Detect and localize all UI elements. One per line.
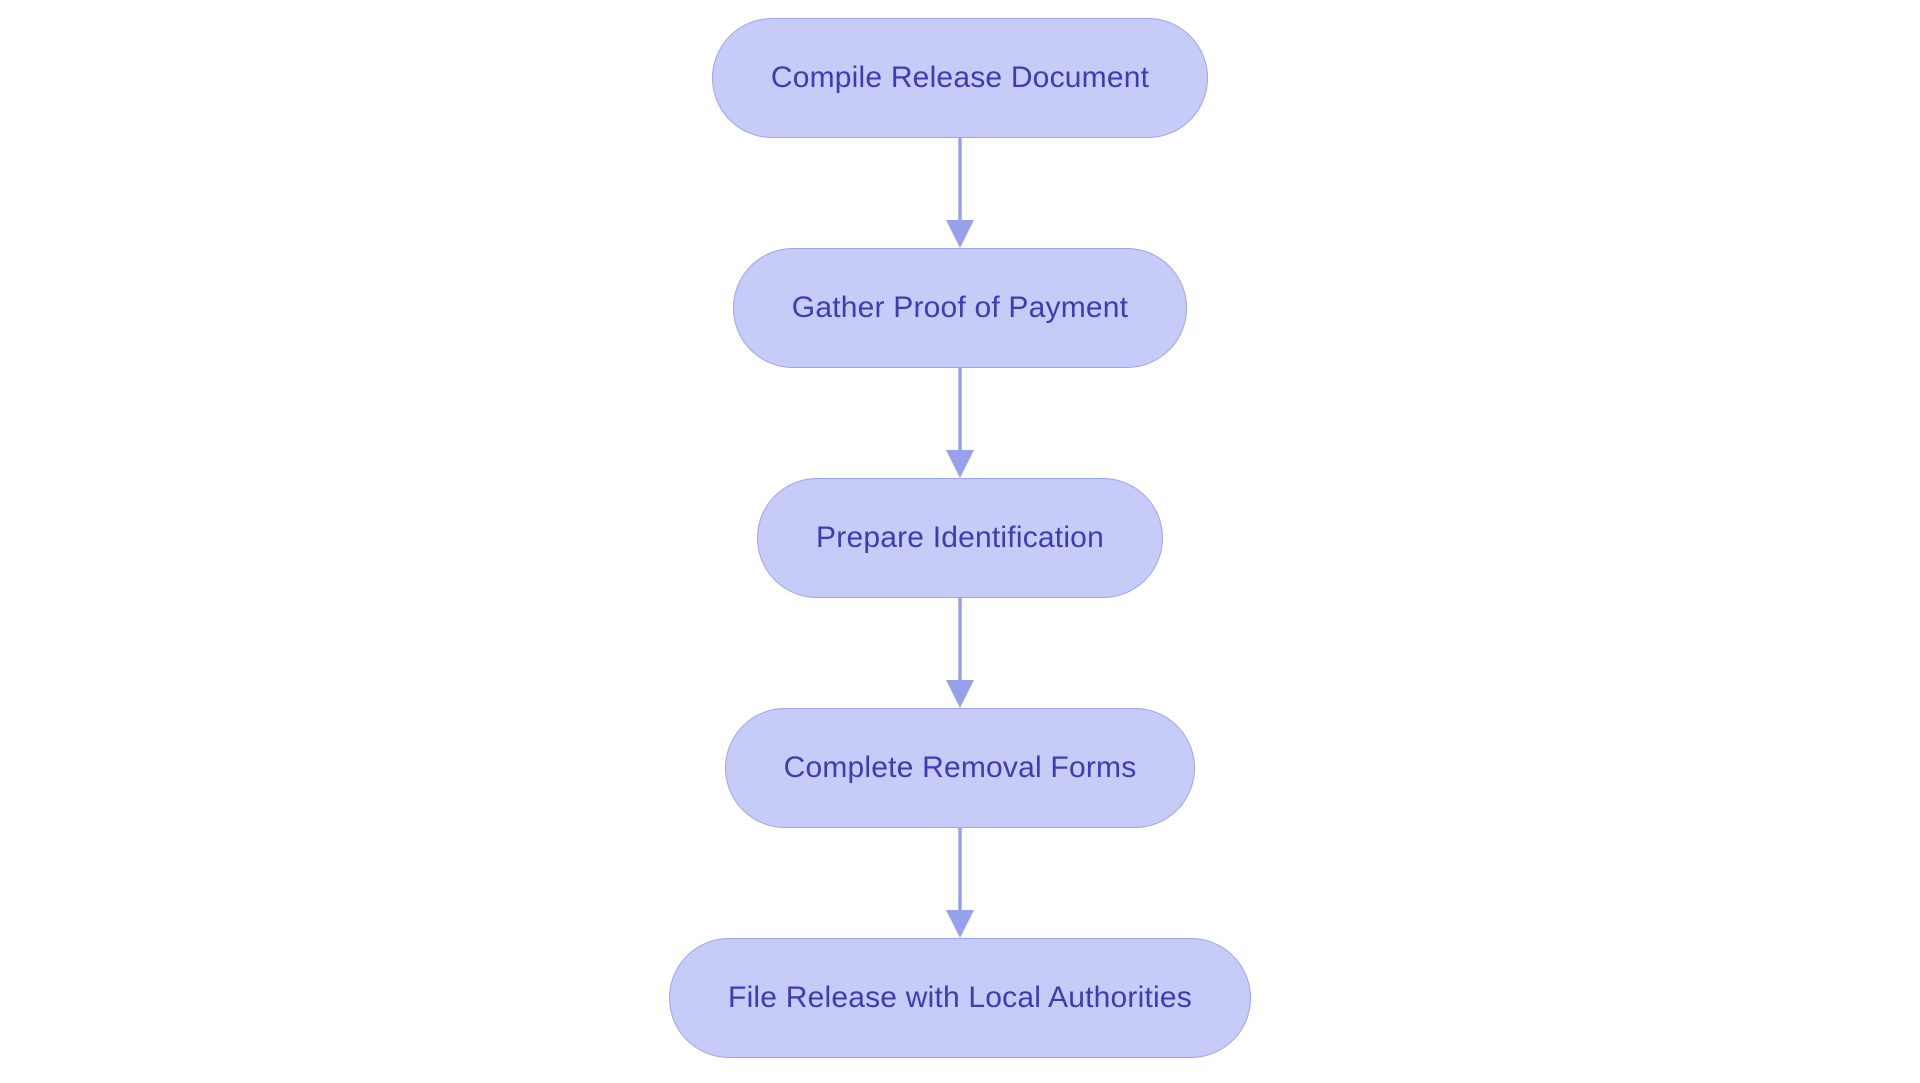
flow-node-label: Prepare Identification bbox=[816, 521, 1104, 554]
flow-node-prepare-identification: Prepare Identification bbox=[757, 478, 1163, 598]
flow-node-gather-proof-of-payment: Gather Proof of Payment bbox=[732, 248, 1188, 368]
flow-node-label: File Release with Local Authorities bbox=[728, 981, 1192, 1014]
flow-node-compile-release-document: Compile Release Document bbox=[711, 18, 1209, 138]
flow-node-file-release-with-local-authorities: File Release with Local Authorities bbox=[669, 938, 1251, 1058]
flow-node-complete-removal-forms: Complete Removal Forms bbox=[724, 708, 1196, 828]
flow-arrow-down bbox=[946, 138, 974, 248]
flow-node-label: Compile Release Document bbox=[770, 61, 1150, 94]
flow-node-label: Complete Removal Forms bbox=[783, 751, 1137, 784]
flowchart: Compile Release Document Gather Proof of… bbox=[0, 18, 1920, 1058]
flow-arrow-down bbox=[946, 828, 974, 938]
flow-arrow-down bbox=[946, 598, 974, 708]
flow-arrow-down bbox=[946, 368, 974, 478]
flow-node-label: Gather Proof of Payment bbox=[791, 291, 1129, 324]
